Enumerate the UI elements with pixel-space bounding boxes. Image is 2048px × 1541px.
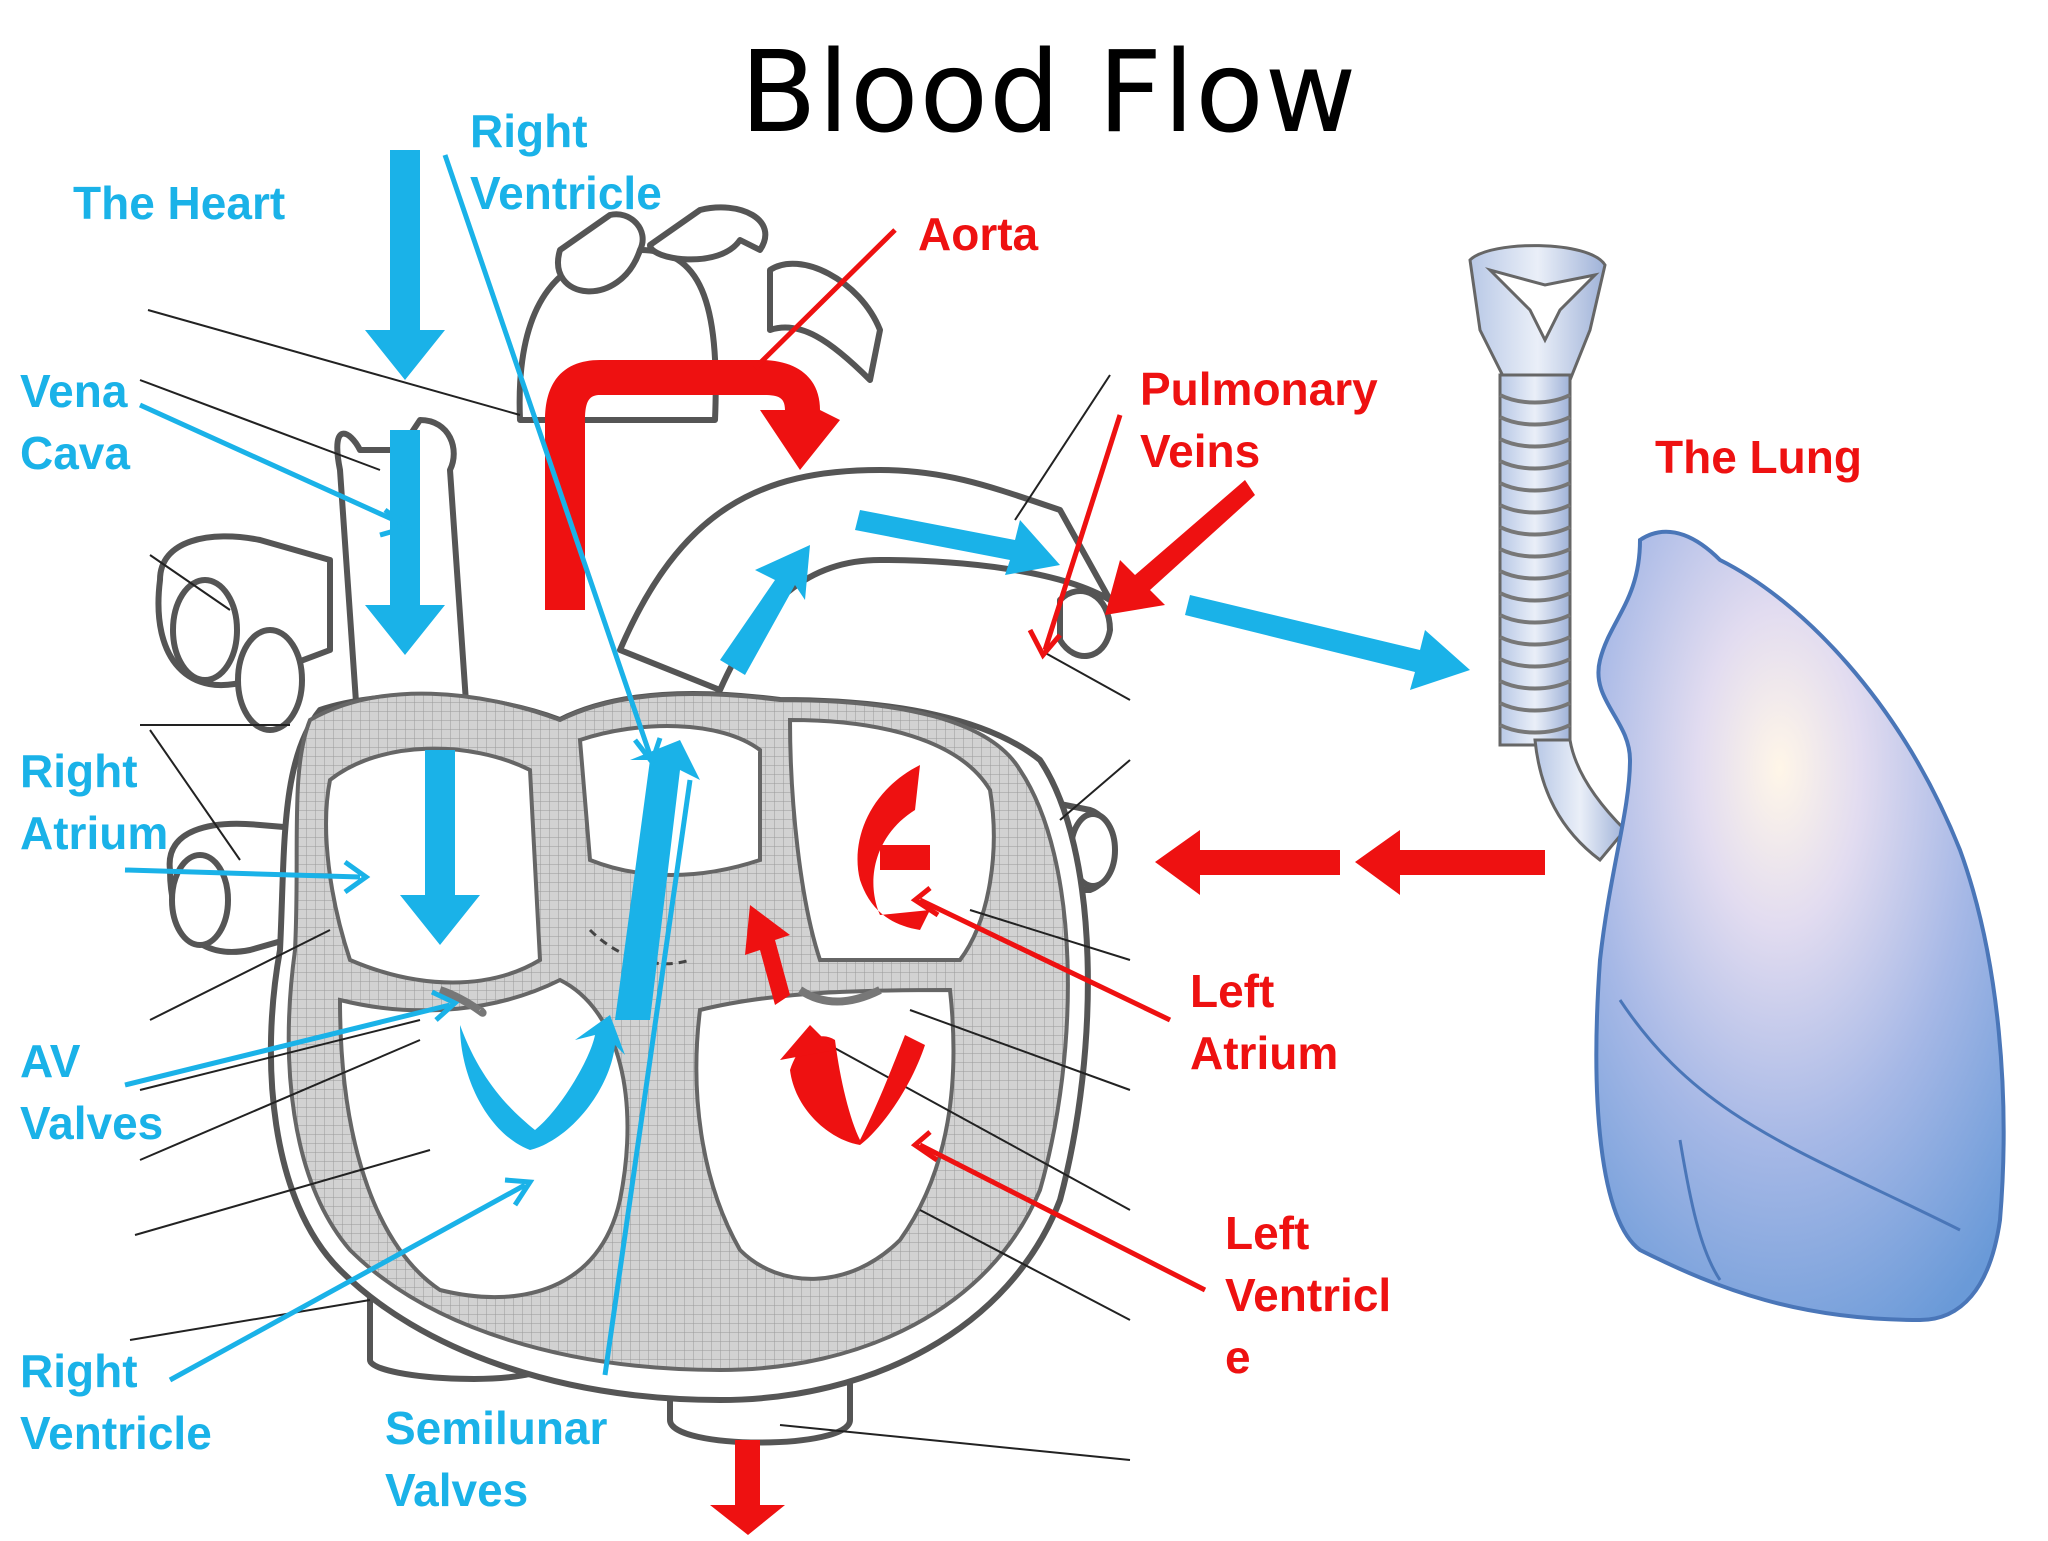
- deoxygenated-flow-arrows: [365, 150, 1470, 1150]
- blue-flow-arrow: [365, 430, 445, 655]
- trachea-ring: [1499, 547, 1571, 559]
- epiglottis: [1484, 267, 1600, 344]
- trachea-ring: [1499, 591, 1571, 603]
- lung-fissure: [1678, 1139, 1722, 1281]
- trachea-tube: [1498, 373, 1572, 747]
- trachea-ring: [1499, 503, 1571, 515]
- red-flow-arrow: [745, 905, 790, 1005]
- trachea-ring: [1499, 569, 1571, 581]
- vessel-opening: [169, 852, 231, 948]
- pulmonary-vein-stub: [1057, 588, 1113, 659]
- red-flow-arrow: [1355, 830, 1545, 895]
- label-the-heart: The Heart: [73, 177, 286, 229]
- bronchus: [1533, 738, 1628, 863]
- trachea-ring: [1499, 459, 1571, 471]
- blue-flow-arrow: [365, 150, 445, 380]
- blue-uturn-arrow: [460, 1015, 625, 1150]
- red-flow-arrow: [1155, 830, 1340, 895]
- trachea-ring: [1499, 525, 1571, 537]
- oxygenated-flow-arrows: [545, 360, 1545, 1535]
- worksheet-leader-lines: [129, 309, 1131, 1461]
- label-right-atrium: Right Atrium: [20, 745, 169, 859]
- trachea-ring: [1499, 701, 1571, 713]
- label-vena-cava: Vena Cava: [20, 365, 130, 479]
- av-valve-right: [438, 986, 487, 1017]
- aorta-branch: [647, 204, 769, 263]
- vessel-opening: [170, 577, 240, 683]
- page-title: Blood Flow: [740, 28, 1358, 158]
- trachea-ring: [1499, 393, 1571, 405]
- aorta-branch: [767, 260, 883, 383]
- red-curve-arrow: [880, 845, 930, 870]
- trachea-rings: [1499, 393, 1571, 735]
- trachea-ring: [1499, 481, 1571, 493]
- aorta-branch: [555, 211, 646, 295]
- blue-flow-arrow: [1185, 595, 1470, 690]
- red-aorta-arrow: [545, 360, 840, 610]
- red-leaders: [753, 228, 1207, 1293]
- label-right-ventricle-top: Right Ventricle: [470, 105, 662, 219]
- blue-flow-arrow: [615, 740, 700, 1020]
- red-flow-arrow: [780, 1025, 835, 1060]
- trachea-ring: [1499, 635, 1571, 647]
- label-left-ventricle: Left Ventricl e: [1225, 1207, 1392, 1383]
- blue-flow-arrow: [855, 510, 1060, 575]
- myocardium: [286, 691, 1070, 1373]
- label-aorta: Aorta: [918, 208, 1039, 260]
- label-pulmonary-veins: Pulmonary Veins: [1140, 363, 1378, 477]
- trachea-ring: [1499, 415, 1571, 427]
- blue-flow-arrow: [720, 545, 810, 675]
- red-flow-arrow: [1105, 480, 1255, 615]
- vessel-opening: [235, 627, 305, 733]
- trachea-ring: [1499, 437, 1571, 449]
- trachea-ring: [1499, 657, 1571, 669]
- blue-flow-arrow: [400, 750, 480, 945]
- red-curve-arrow: [857, 765, 930, 930]
- pulmonary-trunk: [617, 467, 1113, 693]
- lung-body: [1594, 529, 2006, 1323]
- red-flow-arrow: [710, 1440, 785, 1535]
- trachea-ring: [1499, 613, 1571, 625]
- heart-walls: [286, 691, 1070, 1373]
- label-right-ventricle-bottom: Right Ventricle: [20, 1345, 212, 1459]
- trachea: [1468, 244, 1628, 863]
- label-av-valves: AV Valves: [20, 1035, 164, 1149]
- trachea-ring: [1499, 723, 1571, 735]
- label-the-lung: The Lung: [1655, 431, 1862, 483]
- av-valve-left: [797, 986, 882, 1006]
- label-left-atrium: Left Atrium: [1190, 965, 1339, 1079]
- blue-leaders: [124, 154, 693, 1383]
- lung-fissure: [1618, 999, 1961, 1232]
- trachea-ring: [1499, 679, 1571, 691]
- red-uturn-arrow: [790, 1035, 925, 1145]
- label-semilunar-valves: Semilunar Valves: [385, 1402, 608, 1516]
- lung: [1594, 529, 2006, 1323]
